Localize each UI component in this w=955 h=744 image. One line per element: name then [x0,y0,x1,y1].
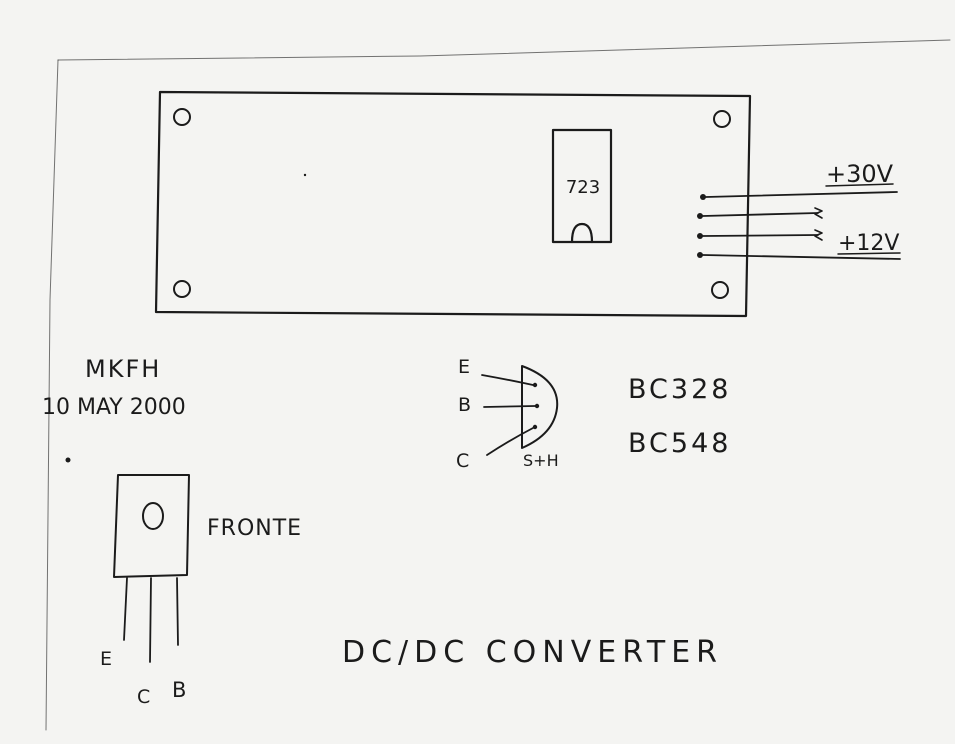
mounting-hole-top-left [173,108,191,126]
transistor-type-bc548: BC548 [628,428,731,459]
power-transistor-pin-b: B [172,678,186,702]
author-date: 10 MAY 2000 [42,395,186,420]
power-transistor-symbol [113,474,190,663]
ic-723: 723 [551,128,613,244]
mounting-hole-bottom-left [173,280,191,298]
small-transistor-pin-b: B [458,394,471,416]
pcb-board [154,90,752,318]
output-30v-label: +30V [826,160,894,188]
small-transistor-pin-c: C [456,450,469,472]
ic-label: 723 [566,177,600,198]
small-transistor-note: S+H [523,451,559,470]
power-transistor-pin-e: E [100,648,112,670]
author-name: MKFH [85,355,161,383]
mounting-hole-bottom-right [711,281,729,299]
transistor-type-bc328: BC328 [628,374,731,405]
small-transistor-symbol [481,365,559,456]
diagram-title: DC/DC CONVERTER [342,635,723,670]
small-transistor-pin-e: E [458,356,470,378]
mounting-hole-top-right [713,110,731,128]
power-transistor-pin-c: C [137,686,150,708]
page-border [45,39,951,731]
output-12v-label: +12V [838,231,899,256]
output-wires [697,183,901,260]
power-transistor-face-label: FRONTE [207,516,302,541]
